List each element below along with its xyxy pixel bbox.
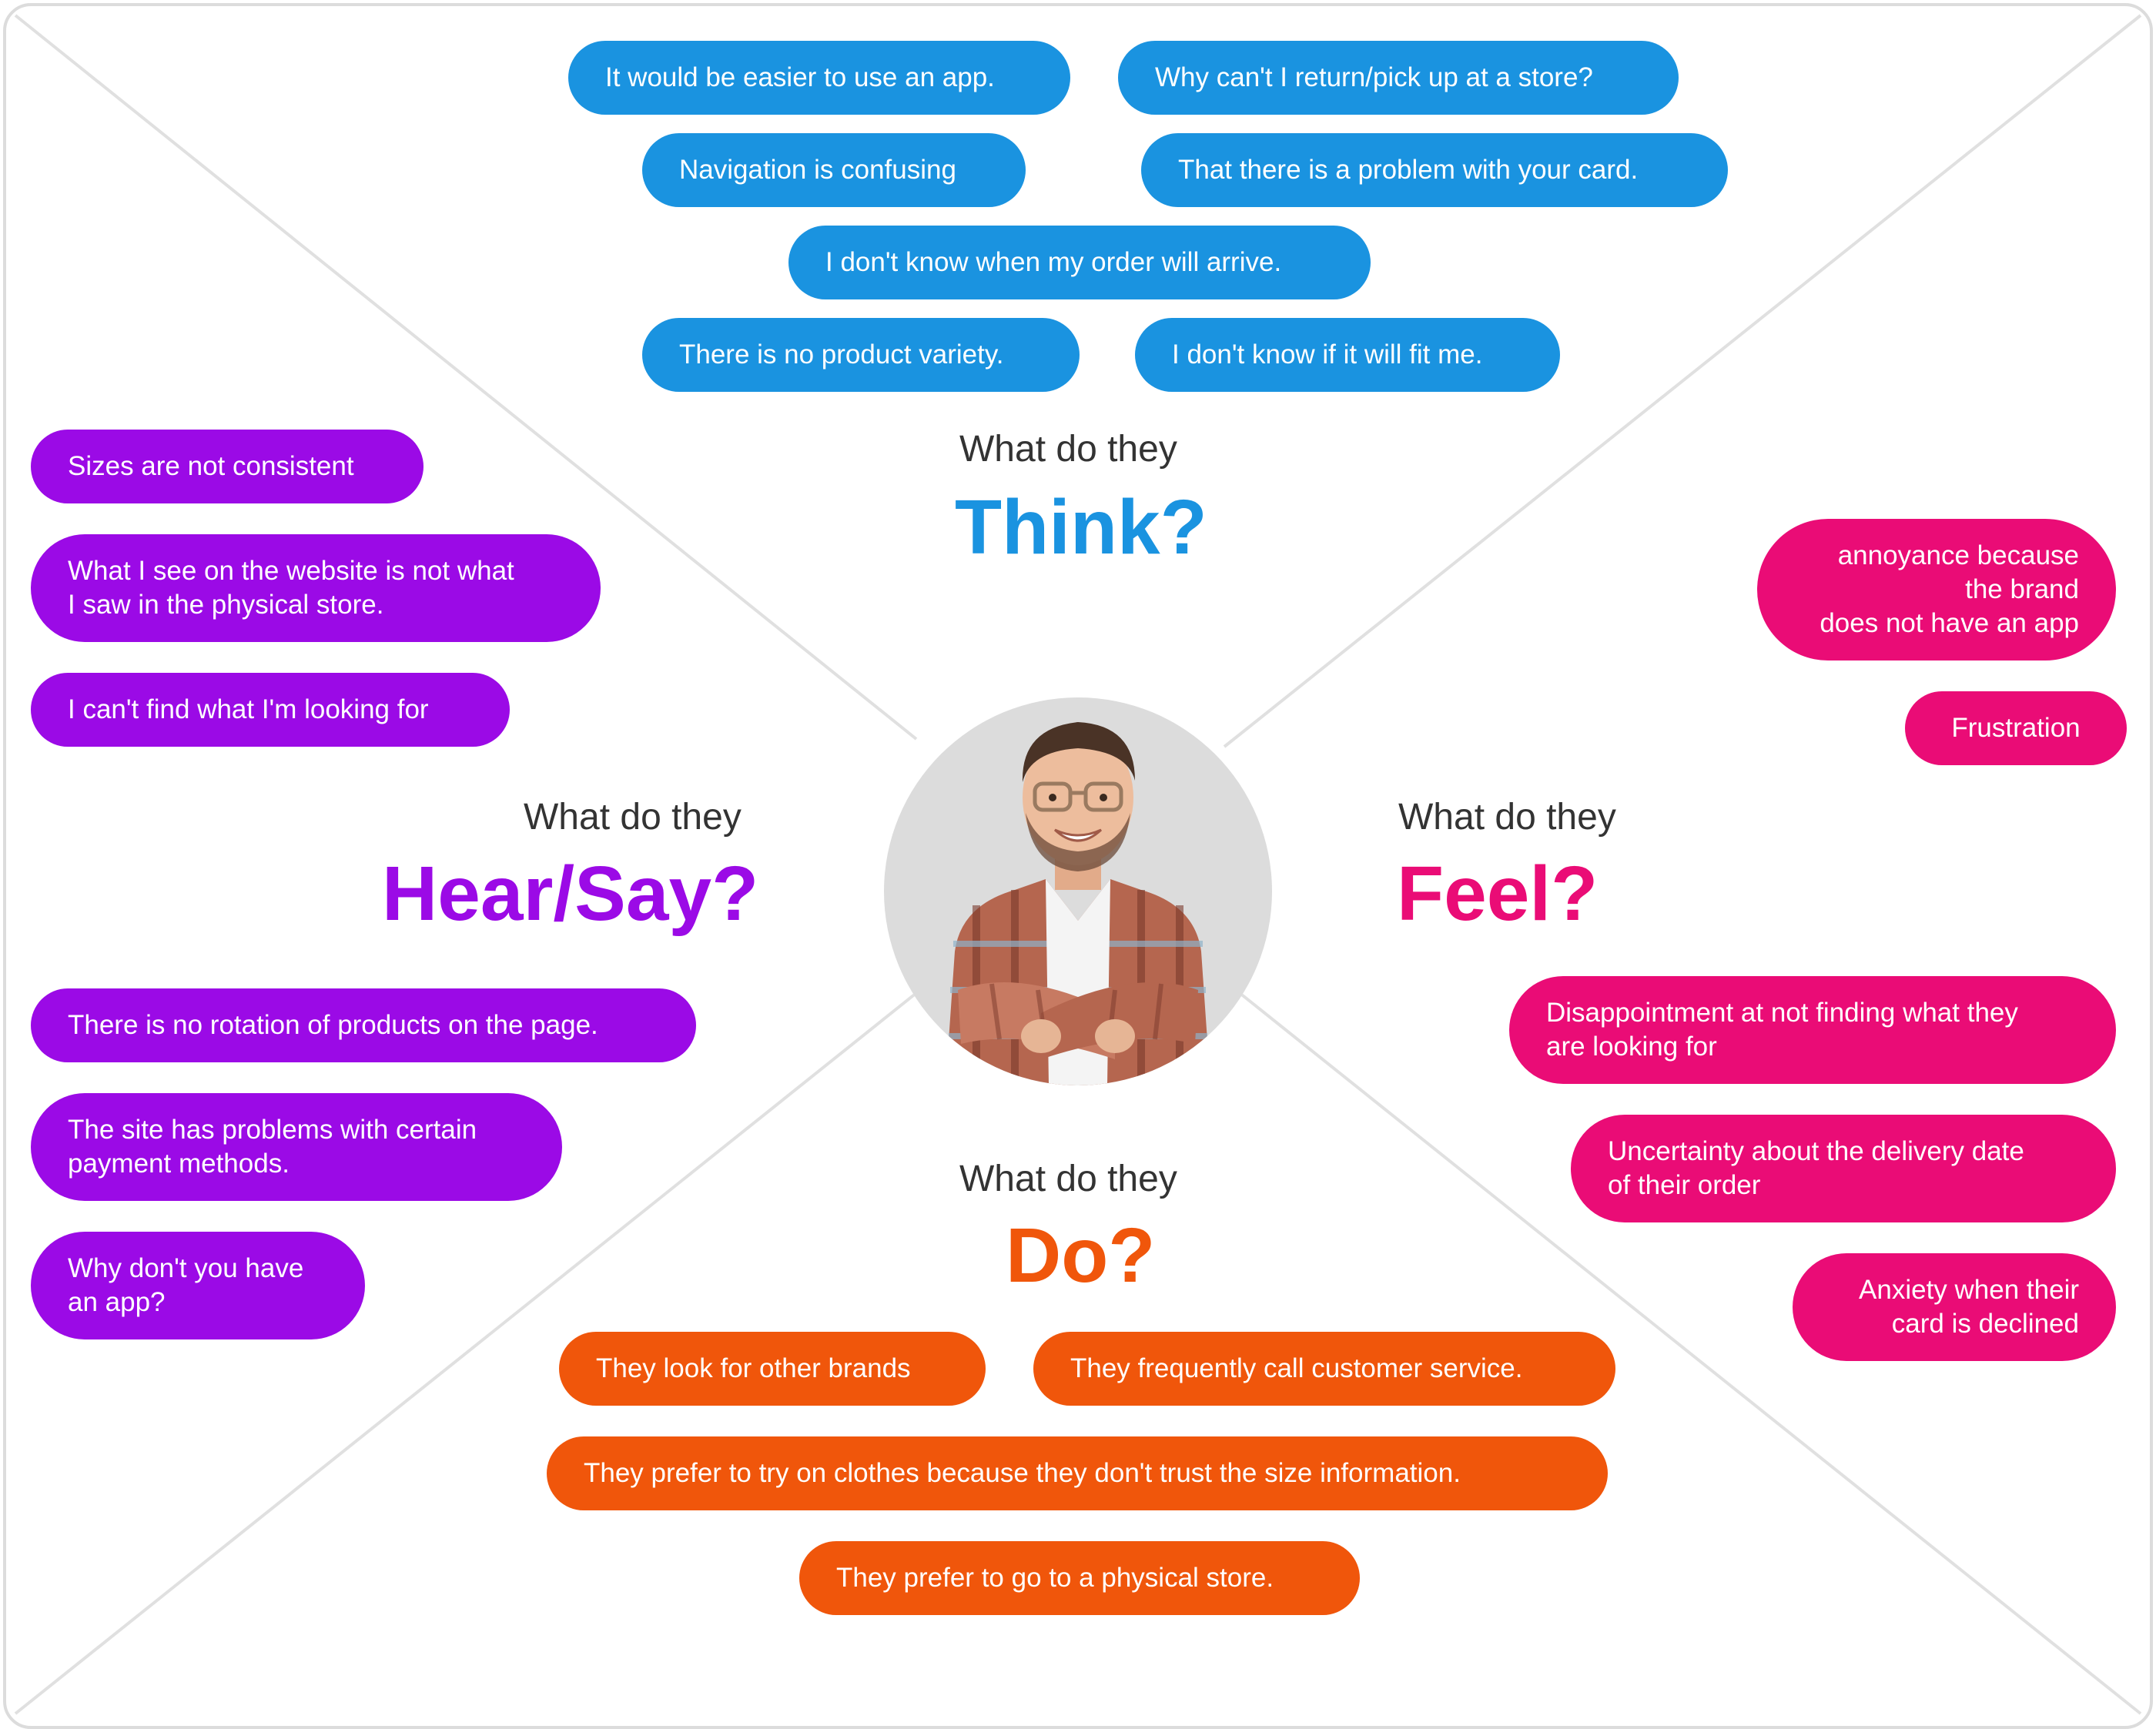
feel-title: Feel? <box>1397 851 1599 937</box>
do-title: Do? <box>1006 1212 1156 1299</box>
think-item-text: That there is a problem with your card. <box>1178 155 1639 185</box>
diagonal-bottom-left <box>14 992 918 1715</box>
hear-item: What I see on the website is not what I … <box>31 534 601 642</box>
hear-item: There is no rotation of products on the … <box>31 988 696 1062</box>
person-illustration <box>946 722 1210 1085</box>
hear-item-text: I can't find what I'm looking for <box>68 694 429 724</box>
feel-item-text: Anxiety when their card is declined <box>1859 1275 2079 1339</box>
think-item-text: Navigation is confusing <box>679 155 956 185</box>
map-frame <box>3 3 2153 1729</box>
hear-item: Sizes are not consistent <box>31 430 424 503</box>
do-item-text: They prefer to try on clothes because th… <box>584 1458 1461 1488</box>
hear-item: Why don't you have an app? <box>31 1232 365 1339</box>
feel-item-text: Uncertainty about the delivery date of t… <box>1608 1136 2024 1200</box>
feel-item-text: annoyance because the brand does not hav… <box>1820 540 2079 638</box>
diagonal-top-right <box>1223 14 2142 748</box>
think-item-text: I don't know if it will fit me. <box>1172 339 1483 370</box>
hear-item-text: Why don't you have an app? <box>68 1253 304 1317</box>
think-item: Why can't I return/pick up at a store? <box>1118 41 1679 115</box>
think-item: It would be easier to use an app. <box>568 41 1070 115</box>
think-item-text: I don't know when my order will arrive. <box>825 247 1282 277</box>
person-avatar-icon <box>884 697 1272 1085</box>
diagonal-top-left <box>14 14 918 741</box>
feel-prefix: What do they <box>1398 797 1616 838</box>
think-item-text: There is no product variety. <box>679 339 1004 370</box>
think-title: Think? <box>955 484 1207 570</box>
think-item-text: It would be easier to use an app. <box>605 62 995 92</box>
do-item-text: They look for other brands <box>596 1353 911 1383</box>
do-item-text: They frequently call customer service. <box>1070 1353 1523 1383</box>
diagonal-bottom-right <box>1238 992 2142 1715</box>
feel-item: Frustration <box>1905 691 2127 765</box>
feel-item: Anxiety when their card is declined <box>1793 1253 2116 1361</box>
hear-item-text: The site has problems with certain payme… <box>68 1115 477 1179</box>
hear-title: Hear/Say? <box>382 851 759 937</box>
feel-item-text: Frustration <box>1951 713 2081 743</box>
do-item: They look for other brands <box>559 1332 986 1406</box>
hear-item: The site has problems with certain payme… <box>31 1093 562 1201</box>
hear-item-text: There is no rotation of products on the … <box>68 1010 598 1040</box>
hear-item: I can't find what I'm looking for <box>31 673 510 747</box>
think-prefix: What do they <box>959 429 1177 470</box>
think-item: There is no product variety. <box>642 318 1080 392</box>
feel-item: Uncertainty about the delivery date of t… <box>1571 1115 2116 1222</box>
do-item: They frequently call customer service. <box>1033 1332 1615 1406</box>
feel-item: Disappointment at not finding what they … <box>1509 976 2116 1084</box>
think-item: I don't know when my order will arrive. <box>788 226 1371 299</box>
hear-prefix: What do they <box>524 797 742 838</box>
do-prefix: What do they <box>959 1159 1177 1199</box>
do-item: They prefer to go to a physical store. <box>799 1541 1360 1615</box>
feel-item: annoyance because the brand does not hav… <box>1757 519 2116 660</box>
think-item: I don't know if it will fit me. <box>1135 318 1560 392</box>
do-item: They prefer to try on clothes because th… <box>547 1436 1608 1510</box>
think-item: Navigation is confusing <box>642 133 1026 207</box>
hear-item-text: What I see on the website is not what I … <box>68 556 514 620</box>
do-item-text: They prefer to go to a physical store. <box>836 1563 1274 1593</box>
feel-item-text: Disappointment at not finding what they … <box>1546 998 2018 1062</box>
hear-item-text: Sizes are not consistent <box>68 451 354 481</box>
think-item-text: Why can't I return/pick up at a store? <box>1155 62 1593 92</box>
think-item: That there is a problem with your card. <box>1141 133 1728 207</box>
